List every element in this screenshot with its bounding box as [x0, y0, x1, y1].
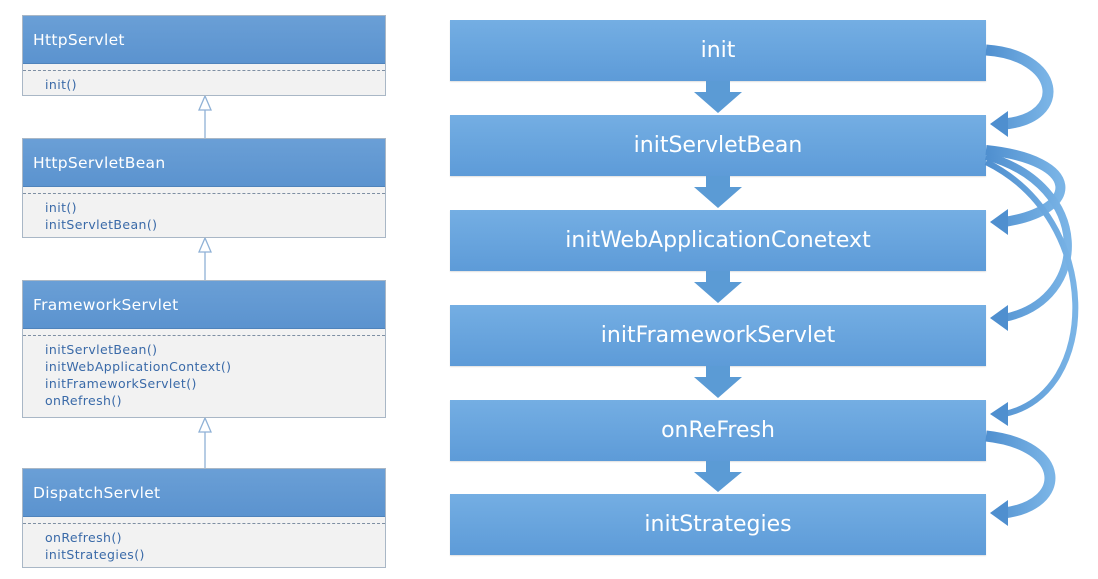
curve-arrowhead-4: [990, 402, 1008, 426]
flow-step-initstrategies: initStrategies: [450, 494, 986, 555]
down-arrow-5: [694, 461, 742, 492]
curve-arrow-servletbean-to-frameworkservlet: [984, 152, 1072, 322]
curve-arrow-init-to-servletbean: [985, 44, 1054, 130]
inheritance-arrowhead-1: [198, 94, 212, 111]
method: init(): [45, 200, 77, 215]
class-name: HttpServlet: [23, 16, 385, 64]
uml-class-httpservletbean: HttpServletBean init() initServletBean(): [22, 138, 386, 238]
curve-arrow-servletbean-to-onrefresh: [984, 159, 1079, 417]
curve-arrowhead-1: [990, 111, 1008, 137]
method-list: onRefresh() initStrategies(): [23, 523, 385, 567]
method: initServletBean(): [45, 342, 158, 357]
class-name: HttpServletBean: [23, 139, 385, 187]
flow-step-init: init: [450, 20, 986, 81]
curve-arrowhead-3: [990, 305, 1008, 331]
uml-class-frameworkservlet: FrameworkServlet initServletBean() initW…: [22, 280, 386, 418]
down-arrow-4: [694, 366, 742, 398]
curve-arrow-onrefresh-to-initstrategies: [985, 430, 1056, 519]
flow-step-onrefresh: onReFresh: [450, 400, 986, 461]
class-name: FrameworkServlet: [23, 281, 385, 329]
method: initStrategies(): [45, 547, 145, 562]
method-list: init(): [23, 70, 385, 97]
flow-step-initwebapplicationcontext: initWebApplicationConetext: [450, 210, 986, 271]
curve-arrow-servletbean-to-webappcontext: [985, 145, 1066, 227]
method-list: initServletBean() initWebApplicationCont…: [23, 335, 385, 413]
method: initFrameworkServlet(): [45, 376, 197, 391]
curve-arrowhead-2: [990, 209, 1008, 235]
uml-class-httpservlet: HttpServlet init(): [22, 15, 386, 96]
uml-class-dispatchservlet: DispatchServlet onRefresh() initStrategi…: [22, 468, 386, 568]
inheritance-arrowhead-2: [198, 236, 212, 253]
method: init(): [45, 77, 77, 92]
method: initServletBean(): [45, 217, 158, 232]
down-arrow-3: [694, 271, 742, 303]
method: onRefresh(): [45, 530, 122, 545]
class-name: DispatchServlet: [23, 469, 385, 517]
flow-step-initservletbean: initServletBean: [450, 115, 986, 176]
down-arrow-1: [694, 81, 742, 113]
method: onRefresh(): [45, 393, 122, 408]
down-arrow-2: [694, 176, 742, 208]
inheritance-arrowhead-3: [198, 416, 212, 433]
method: initWebApplicationContext(): [45, 359, 232, 374]
curve-arrowhead-5: [990, 500, 1008, 526]
method-list: init() initServletBean(): [23, 193, 385, 237]
flow-step-initframeworkservlet: initFrameworkServlet: [450, 305, 986, 366]
